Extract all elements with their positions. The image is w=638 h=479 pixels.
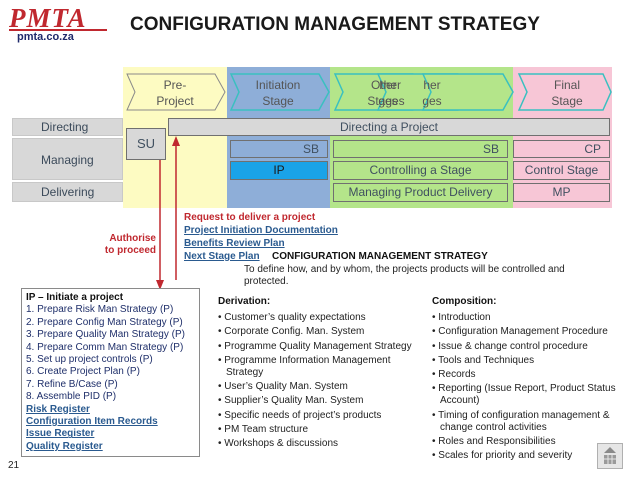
logo-url: pmta.co.za: [17, 31, 74, 43]
cms-heading: CONFIGURATION MANAGEMENT STRATEGY: [272, 251, 488, 262]
sb-other-box: SB: [333, 140, 508, 158]
row-label-managing: Managing: [12, 138, 123, 180]
derivation-item: • Workshops & discussions: [218, 438, 339, 450]
ip-step: 4. Prepare Comm Man Strategy (P): [26, 341, 184, 353]
chevron-label-other: Other Stages: [367, 78, 405, 108]
mp-box: MP: [513, 183, 610, 202]
chevron-label-final: Final Stage: [551, 78, 583, 108]
chevron-label-pre-project: Pre- Project: [156, 78, 194, 108]
composition-item: • Configuration Management Procedure: [432, 326, 608, 338]
logo-brand: PMTA: [9, 3, 87, 33]
composition-item: • Tools and Techniques: [432, 354, 535, 366]
link-next-stage-plan[interactable]: Next Stage Plan: [184, 251, 260, 262]
chevron-label-other-overlap-3: her ges: [422, 78, 442, 108]
chevron-other-3: [421, 73, 514, 111]
composition-list: Composition: • Introduction • Configurat…: [432, 296, 628, 464]
chevron-final: [517, 73, 612, 111]
navigation-icon[interactable]: [597, 443, 623, 469]
link-benefits-review-plan[interactable]: Benefits Review Plan: [184, 238, 285, 249]
composition-item: • Records: [432, 369, 476, 381]
composition-item: • Roles and Responsibilities: [432, 436, 556, 448]
derivation-item: • Customer’s quality expectations: [218, 312, 366, 324]
link-configuration-item-records[interactable]: Configuration Item Records: [26, 416, 158, 428]
derivation-item: • Specific needs of project’s products: [218, 409, 382, 421]
ip-step: 7. Refine B/Case (P): [26, 378, 118, 390]
pmta-logo: PMTA pmta.co.za: [3, 3, 111, 46]
ip-step: 1. Prepare Risk Man Strategy (P): [26, 304, 174, 316]
chevron-pre-project: [126, 73, 226, 111]
cms-description: To define how, and by whom, the projects…: [244, 264, 565, 287]
chevron-label-other-overlap-2: her ges: [378, 78, 398, 108]
composition-item: • Reporting (Issue Report, Product Statu…: [432, 383, 616, 407]
authorise-arrow-head: [156, 280, 164, 290]
controlling-a-stage-box: Controlling a Stage: [333, 161, 508, 180]
derivation-list: Derivation: • Customer’s quality expecta…: [218, 296, 426, 452]
grid-nav-icon: [604, 447, 616, 464]
link-issue-register[interactable]: Issue Register: [26, 428, 95, 440]
ip-step: 3. Prepare Quality Man Strategy (P): [26, 329, 185, 341]
request-arrow-head: [172, 136, 180, 146]
composition-item: • Scales for priority and severity: [432, 450, 573, 462]
ip-step: 6. Create Project Plan (P): [26, 366, 140, 378]
chevron-initiation: [229, 73, 330, 111]
composition-item: • Issue & change control procedure: [432, 340, 588, 352]
ip-box: IP: [230, 161, 328, 180]
slide-number: 21: [8, 460, 20, 471]
flow-arrows: [156, 136, 180, 290]
row-label-directing: Directing: [12, 118, 123, 136]
page-title: CONFIGURATION MANAGEMENT STRATEGY: [130, 14, 540, 35]
request-label: Request to deliver a project: [184, 212, 316, 223]
derivation-heading: Derivation:: [218, 296, 271, 307]
ip-panel-heading: IP – Initiate a project: [26, 292, 124, 303]
derivation-item: • Programme Quality Management Strategy: [218, 340, 412, 352]
derivation-item: • Corporate Config. Man. System: [218, 326, 365, 338]
derivation-item: • PM Team structure: [218, 423, 309, 435]
su-box: SU: [126, 128, 166, 160]
chevron-label-initiation: Initiation Stage: [255, 78, 301, 108]
cp-box: CP: [513, 140, 610, 158]
composition-heading: Composition:: [432, 296, 497, 307]
managing-product-delivery-box: Managing Product Delivery: [333, 183, 508, 202]
composition-item: • Introduction: [432, 312, 491, 324]
ip-step: 5. Set up project controls (P): [26, 354, 153, 366]
derivation-item: • Programme Information Management Strat…: [218, 354, 391, 379]
row-label-delivering: Delivering: [12, 182, 123, 202]
link-quality-register[interactable]: Quality Register: [26, 440, 103, 452]
authorise-to-proceed-label: Authorise to proceed: [104, 233, 156, 256]
ip-step: 2. Prepare Config Man Strategy (P): [26, 316, 183, 328]
sb-initiation-box: SB: [230, 140, 328, 158]
control-stage-box: Control Stage: [513, 161, 610, 180]
ip-step: 8. Assemble PID (P): [26, 391, 117, 403]
composition-item: • Timing of configuration management & c…: [432, 409, 610, 433]
stage-chevrons: [126, 73, 612, 111]
derivation-item: • User’s Quality Man. System: [218, 381, 348, 393]
link-risk-register[interactable]: Risk Register: [26, 403, 90, 415]
derivation-item: • Supplier’s Quality Man. System: [218, 395, 364, 407]
ip-panel: IP – Initiate a project 1. Prepare Risk …: [21, 288, 200, 457]
logo-underline: [9, 29, 107, 31]
directing-a-project-box: Directing a Project: [168, 118, 610, 136]
link-project-initiation-documentation[interactable]: Project Initiation Documentation: [184, 225, 338, 236]
